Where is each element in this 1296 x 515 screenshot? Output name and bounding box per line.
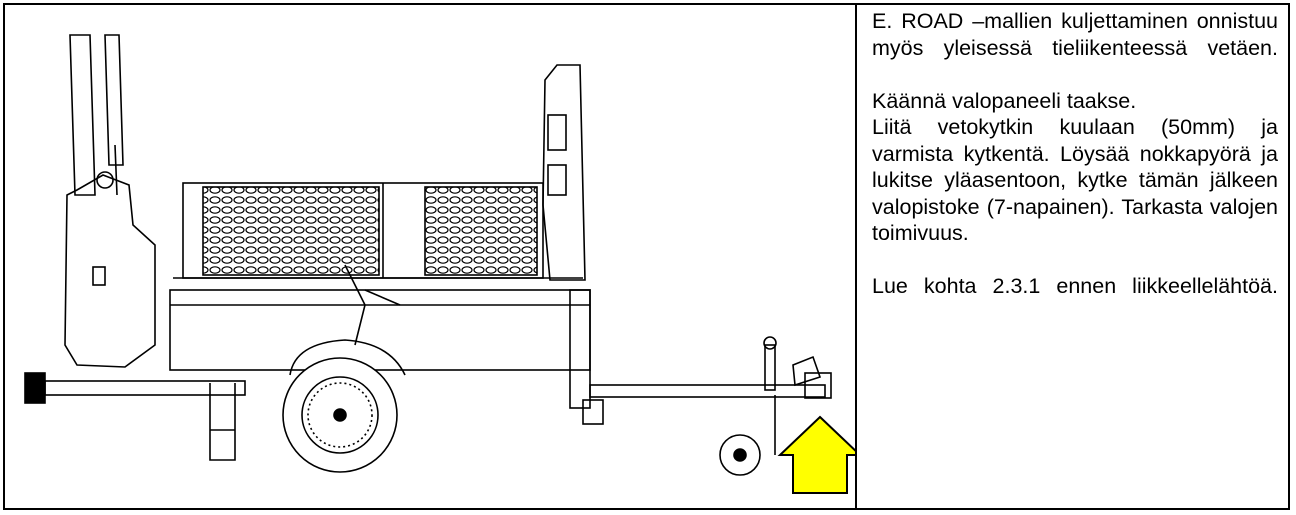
instruction-text: E. ROAD –mallien kuljettaminen onnistuu …: [872, 8, 1278, 300]
column-divider: [855, 3, 857, 510]
light-panel: [542, 64, 586, 281]
paragraph-road-models: E. ROAD –mallien kuljettaminen onnistuu …: [872, 9, 1278, 60]
paragraph-see-section: Lue kohta 2.3.1 ennen liikkeellelähtöä.: [872, 274, 1278, 298]
mast: [64, 34, 156, 368]
main-wheel: [282, 339, 406, 473]
chassis: [24, 264, 832, 461]
paragraph-hitch-instructions: Liitä vetokytkin kuulaan (50mm) ja varmi…: [872, 115, 1278, 245]
jockey-wheel: [719, 336, 822, 476]
wood-box: [173, 182, 583, 279]
yellow-arrow: [777, 415, 863, 494]
paragraph-turn-panel: Käännä valopaneeli taakse.: [872, 88, 1137, 113]
trailer-illustration: [5, 5, 863, 508]
instruction-table: [3, 3, 1290, 510]
